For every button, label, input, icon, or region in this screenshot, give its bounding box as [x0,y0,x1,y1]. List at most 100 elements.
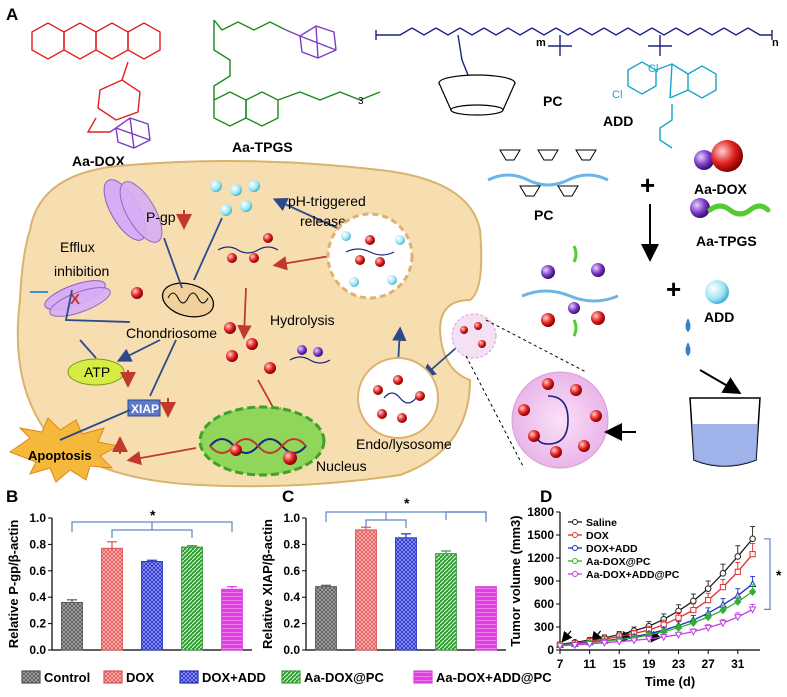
data-point [690,597,697,605]
scheme-aa-tpgs-label: Aa-TPGS [696,233,757,249]
data-point [704,624,712,633]
legend-label: DOX+ADD [202,670,266,685]
data-point [719,570,727,577]
droplet-icon [685,342,691,356]
pc-complexes-cell [217,246,331,364]
dox-particles-cell [224,233,323,374]
data-point [705,597,712,604]
add-particles-cell [210,180,260,216]
aa-dox-structure [31,22,161,133]
data-point [600,639,609,647]
atp-label: ATP [84,364,110,380]
data-point [748,587,757,596]
pc-label: PC [543,93,562,109]
data-point [689,628,698,636]
data-point [570,642,579,650]
y-tick-label: 1500 [527,528,554,542]
mitochondrion-icon [161,282,215,318]
injection-arrow [561,630,573,643]
y-tick-label: 0.4 [29,590,46,604]
add-icon [705,280,729,304]
inhibition-label: inhibition [54,263,109,279]
legend-swatch [413,670,433,684]
data-point [748,606,757,614]
y-tick-label: 0.4 [283,590,300,604]
aa-tpgs-adamantane [285,25,337,59]
panel-c-letter: C [282,487,294,506]
efflux-label: Efflux [60,239,95,255]
legend-swatch [21,670,41,684]
bar-dox-add [395,537,417,651]
significance-bracket [71,521,233,538]
legend-marker [572,545,578,551]
legend-swatch [281,670,301,684]
legend-label: Aa-DOX@PC [586,556,651,568]
ph-triggered-label: pH-triggered [288,193,366,209]
efflux-pump-icon [30,280,111,317]
series-aa-dox-add-pc [556,603,757,651]
y-tick-label: 1.0 [283,511,300,525]
pc-scheme [487,149,609,197]
nucleus-label: Nucleus [316,458,367,474]
add-label: ADD [603,113,633,129]
panel-a-letter: A [6,5,18,24]
data-point [734,553,742,560]
data-point [719,620,727,628]
inhibition-x-mark: X [70,291,80,308]
y-tick-label: 0 [547,643,554,657]
aa-dox-icon-dox [711,140,743,172]
data-point [704,585,712,592]
x-tick-label: 23 [672,657,686,671]
data-point [704,612,712,622]
bar-aa-dox-pc [181,546,203,651]
legend-marker [572,532,578,538]
pgp-transporter-icon [103,179,163,243]
panel-b-letter: B [6,487,18,506]
svg-text:Cl: Cl [612,89,622,101]
pc-structure [375,27,773,81]
y-tick-label: 300 [534,620,554,634]
bar-control [61,601,83,651]
x-tick-label: 15 [613,657,627,671]
scheme-add-label: ADD [704,309,734,325]
endo-lysosome-label: Endo/lysosome [356,436,452,452]
legend-label: Aa-DOX+ADD@PC [436,670,552,685]
subscript-3: 3 [358,96,364,107]
bar-aa-dox-add-pc [475,586,497,651]
y-tick-label: 0.8 [283,537,300,551]
legend-label: Aa-DOX@PC [304,670,384,685]
legend-marker [572,558,578,564]
y-tick-label: 1800 [527,505,554,519]
data-point [585,640,594,649]
xiap-label: XIAP [131,402,159,416]
panel-d-significance: * [776,567,782,583]
bar-aa-dox-pc [435,553,457,651]
nanoparticle-small [451,313,497,359]
legend-swatch [103,670,123,684]
y-axis-label: Relative P-gp/β-actin [6,520,21,649]
x-tick-label: 11 [583,657,596,671]
add-structure [627,61,717,149]
panel-b-significance: * [150,507,156,523]
aa-dox-adamantane [109,117,151,149]
series-line [559,608,753,647]
y-tick-label: 0.0 [283,643,300,657]
aa-tpgs-icon-tail [707,203,771,217]
panel-d-letter: D [540,487,552,506]
apoptosis-label: Apoptosis [28,448,92,463]
bar-dox [101,547,123,651]
data-point [674,623,683,632]
aa-dox-label: Aa-DOX [72,153,126,169]
legend-label: DOX [586,530,609,542]
y-tick-label: 0.6 [29,564,46,578]
legend-label: DOX+ADD [586,543,638,555]
data-point [690,607,697,614]
pgp-label: P-gp [146,209,176,225]
bar-dox [355,529,377,651]
data-point [734,568,741,575]
panel-c-significance: * [404,495,410,511]
scheme-pc-label: PC [534,207,553,223]
